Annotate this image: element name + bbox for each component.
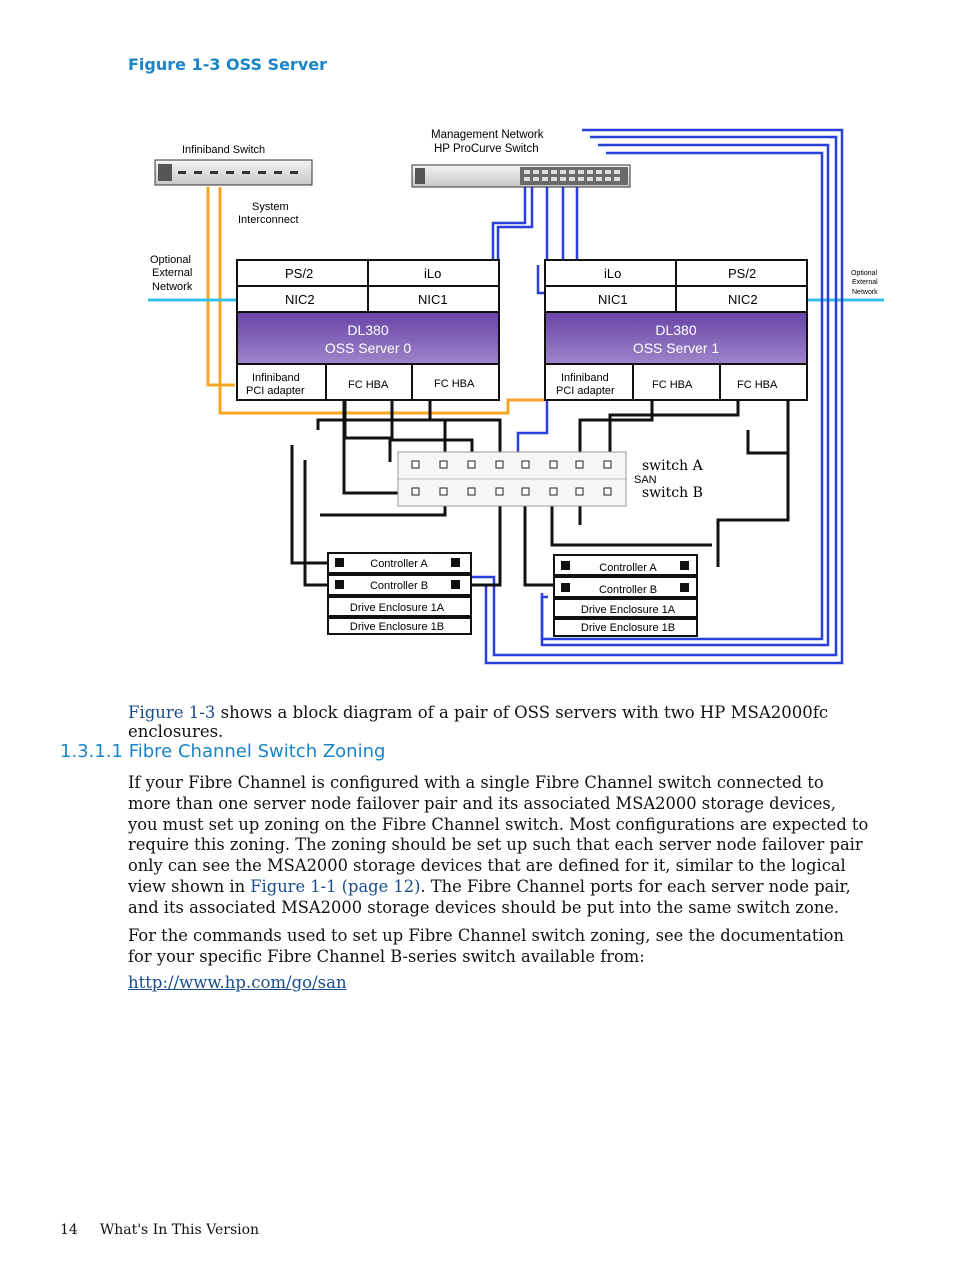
optional-left-3: Network: [152, 281, 193, 293]
procurve-switch: [411, 164, 631, 188]
system-interconnect-label-1: System: [252, 201, 289, 213]
figure-link[interactable]: Figure 1-3: [128, 703, 216, 722]
infiniband-cables: [206, 187, 545, 415]
left-controller-a: Controller A: [370, 558, 428, 570]
server1-name: OSS Server 1: [633, 340, 720, 356]
server0-ilo: iLo: [424, 266, 441, 281]
paragraph-zoning: If your Fibre Channel is configured with…: [128, 773, 870, 919]
server0-ib-2: PCI adapter: [246, 385, 305, 397]
figure-title: Figure 1-3 OSS Server: [128, 55, 327, 74]
server1-ib-1: Infiniband: [561, 372, 609, 384]
figure-1-1-link[interactable]: Figure 1-1 (page 12): [250, 876, 421, 896]
server0-nic2: NIC2: [285, 292, 315, 307]
right-controller-a: Controller A: [599, 562, 657, 574]
server1-hba2: FC HBA: [737, 379, 778, 391]
infiniband-switch-label: Infiniband Switch: [182, 144, 265, 156]
optional-left-2: External: [152, 267, 192, 279]
paragraph-commands: For the commands used to set up Fibre Ch…: [128, 926, 844, 966]
san-switch: [397, 451, 627, 507]
optional-right-2: External: [852, 279, 878, 286]
caption-text: shows a block diagram of a pair of OSS s…: [128, 703, 829, 741]
oss-server-1: iLo PS/2 NIC1 NIC2 DL380 OSS Server 1 In…: [544, 259, 808, 401]
switch-b-label: switch B: [642, 485, 703, 501]
right-drive-1b: Drive Enclosure 1B: [581, 622, 675, 634]
server0-nic1: NIC1: [418, 292, 448, 307]
server0-model: DL380: [347, 322, 388, 338]
optional-right-1: Optional: [851, 270, 878, 277]
left-drive-1a: Drive Enclosure 1A: [350, 602, 445, 614]
server1-hba1: FC HBA: [652, 379, 693, 391]
oss-server-diagram: Infiniband Switch Management Network HP …: [148, 128, 884, 665]
server1-model: DL380: [655, 322, 696, 338]
left-controller-b: Controller B: [370, 580, 428, 592]
server0-ps2: PS/2: [285, 266, 313, 281]
switch-a-label: switch A: [642, 458, 704, 474]
infiniband-switch: [154, 159, 313, 186]
footer-section: What's In This Version: [99, 1222, 260, 1238]
management-network-label: Management Network: [431, 129, 544, 141]
right-drive-1a: Drive Enclosure 1A: [581, 604, 676, 616]
page-footer: 14 What's In This Version: [60, 1222, 259, 1238]
server0-name: OSS Server 0: [325, 340, 412, 356]
server0-hba1: FC HBA: [348, 379, 389, 391]
storage-left: Controller A Controller B Drive Enclosur…: [327, 552, 472, 635]
optional-right-3: Network: [852, 289, 878, 296]
storage-right: Controller A Controller B Drive Enclosur…: [553, 554, 698, 637]
san-label: SAN: [634, 474, 657, 486]
left-drive-1b: Drive Enclosure 1B: [350, 621, 444, 633]
system-interconnect-label-2: Interconnect: [238, 214, 299, 226]
para1-before: If your Fibre Channel is configured with…: [128, 773, 869, 896]
server0-ib-1: Infiniband: [252, 372, 300, 384]
server1-ps2: PS/2: [728, 266, 756, 281]
server1-ilo: iLo: [604, 266, 621, 281]
section-heading: 1.3.1.1 Fibre Channel Switch Zoning: [60, 741, 386, 762]
fc-cables: [290, 395, 790, 587]
server1-nic2: NIC2: [728, 292, 758, 307]
server0-hba2: FC HBA: [434, 378, 475, 390]
optional-left-1: Optional: [150, 254, 191, 266]
page-number: 14: [60, 1222, 78, 1238]
para1-after: . The Fibre Channel ports for each serve…: [128, 876, 851, 917]
hp-san-link[interactable]: http://www.hp.com/go/san: [128, 973, 347, 992]
procurve-switch-label: HP ProCurve Switch: [434, 143, 539, 155]
server1-ib-2: PCI adapter: [556, 385, 615, 397]
figure-caption: Figure 1-3 shows a block diagram of a pa…: [128, 703, 888, 741]
right-controller-b: Controller B: [599, 584, 657, 596]
server1-nic1: NIC1: [598, 292, 628, 307]
oss-server-0: PS/2 iLo NIC2 NIC1 DL380 OSS Server 0 In…: [236, 259, 500, 401]
